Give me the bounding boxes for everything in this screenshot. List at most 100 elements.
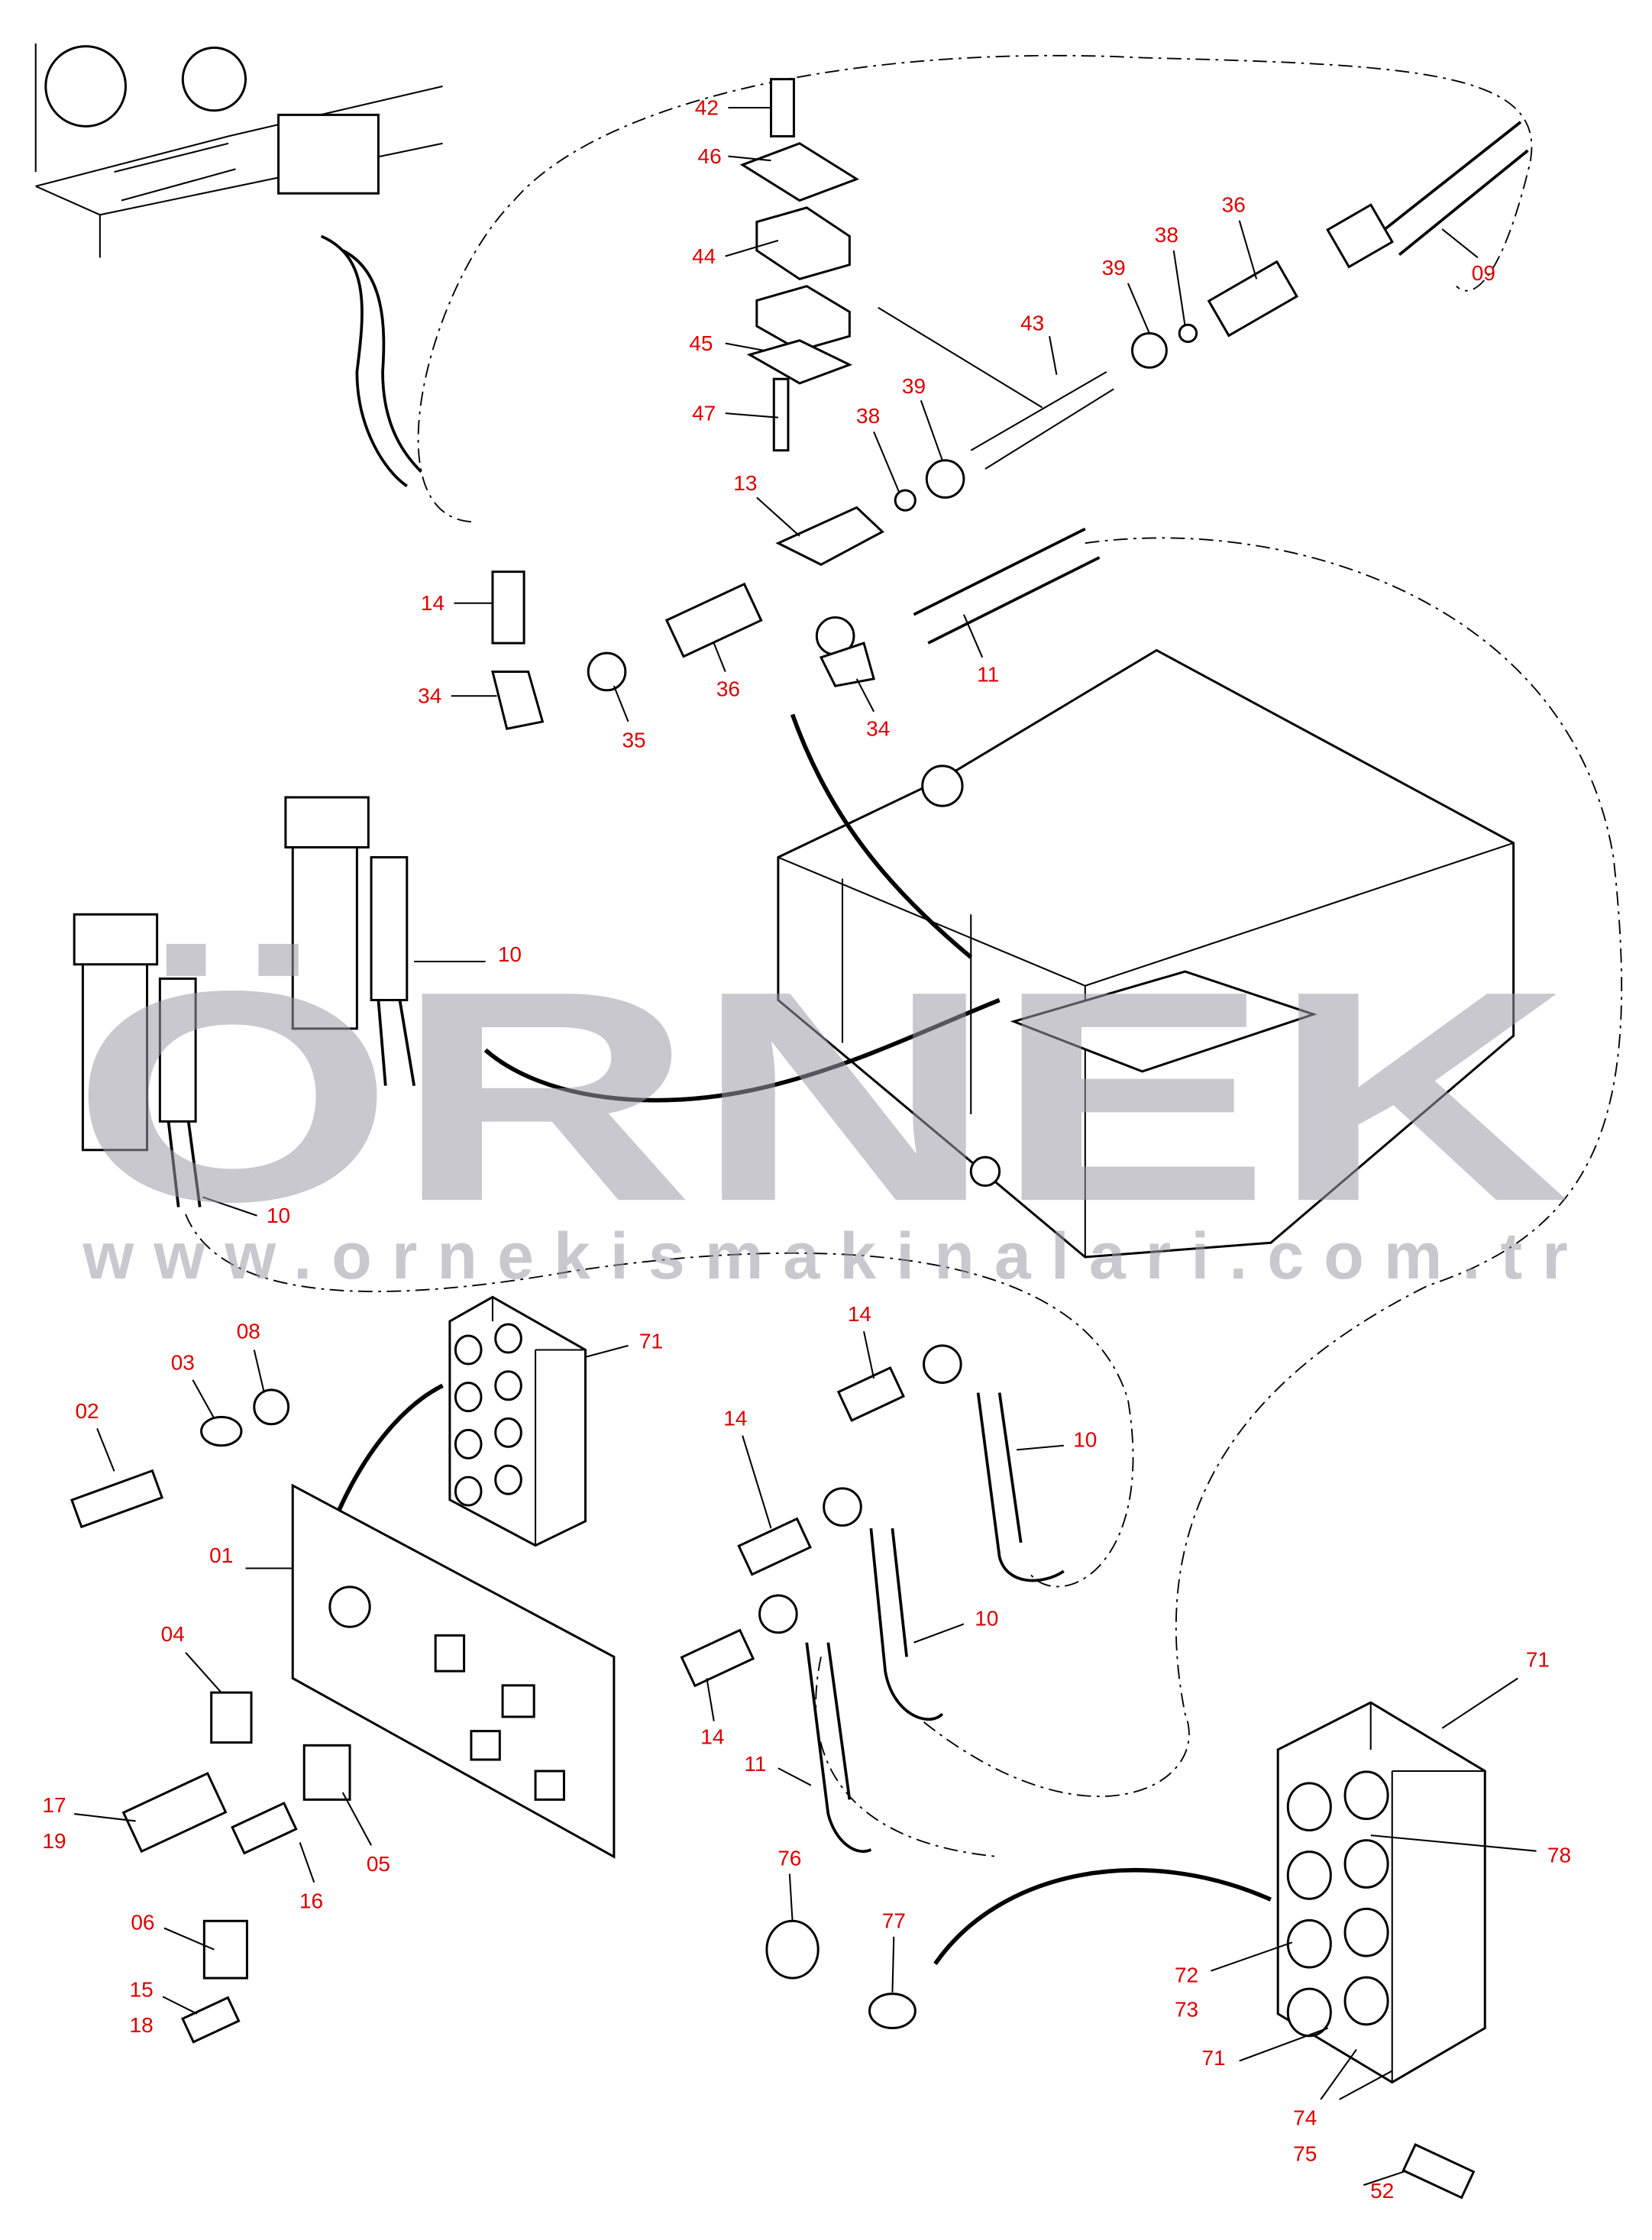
part-number-label: 15 — [129, 1977, 153, 2001]
part-number-label: 42 — [695, 95, 719, 119]
leader-line — [74, 1813, 136, 1822]
small-parts-left — [70, 1388, 351, 2044]
part-number-label: 76 — [778, 1846, 801, 1870]
part-number-label: 14 — [421, 591, 445, 615]
cable-gland-hole — [1286, 1987, 1332, 2038]
leader-line — [891, 1936, 895, 1993]
leader-line — [728, 155, 771, 162]
part-number-label: 38 — [1155, 223, 1178, 247]
control-box-71-lower — [1276, 1701, 1486, 2084]
watermark: ÖRNEK www.ornekismakinalari.com.tr — [71, 929, 1570, 1293]
leader-line — [1339, 2070, 1393, 2100]
hose-assemblies-lower — [680, 1344, 962, 1688]
leader-line — [962, 614, 984, 658]
hose-09-right — [1384, 121, 1529, 257]
gland-parts — [765, 1919, 1476, 2200]
cable-gland-hole — [454, 1334, 483, 1366]
part-number-label: 14 — [700, 1724, 724, 1748]
leader-line — [202, 1196, 257, 1217]
leader-line — [778, 1767, 812, 1786]
part-number-label: 78 — [1547, 1844, 1571, 1867]
part-number-label: 17 — [42, 1793, 66, 1817]
leader-line — [873, 432, 900, 494]
part-number-label: 13 — [733, 471, 757, 495]
part-number-label: 74 — [1293, 2106, 1317, 2130]
leader-line — [788, 1873, 794, 1922]
leader-line — [253, 1349, 265, 1393]
part-number-label: 05 — [367, 1852, 390, 1876]
part-number-label: 18 — [129, 2013, 153, 2037]
boundary-top — [417, 54, 1533, 523]
cable-gland-hole — [1286, 1851, 1332, 1900]
leader-line — [1441, 228, 1479, 259]
part-number-label: 16 — [299, 1889, 323, 1912]
hose-09-left — [320, 234, 422, 488]
part-number-label: 19 — [42, 1829, 66, 1853]
hose-10-a — [166, 1121, 202, 1207]
hose-10-d — [869, 1527, 944, 1721]
leader-line — [920, 399, 943, 461]
cable-gland-hole — [494, 1417, 522, 1448]
leader-line — [1127, 283, 1150, 334]
control-box-71-top — [448, 1295, 587, 1547]
part-number-label: 11 — [977, 663, 999, 687]
part-number-label: 11 — [744, 1752, 766, 1776]
cable-gland-hole — [454, 1382, 483, 1413]
leader-line — [1239, 2027, 1328, 2062]
part-number-label: 08 — [237, 1320, 260, 1343]
cable-gland-hole — [1343, 1839, 1389, 1889]
part-number-label: 04 — [161, 1622, 185, 1646]
part-number-label: 39 — [1102, 256, 1126, 280]
leader-line — [913, 1623, 965, 1644]
leader-line — [299, 1842, 315, 1883]
part-number-label: 71 — [1201, 2046, 1225, 2070]
part-number-label: 34 — [418, 684, 441, 708]
part-number-label: 10 — [1073, 1428, 1097, 1452]
leader-line — [192, 1379, 215, 1419]
hose-11-top — [913, 527, 1101, 645]
filter-right — [284, 796, 409, 1030]
part-number-label: 14 — [723, 1407, 747, 1430]
watermark-brand: ÖRNEK — [71, 929, 1570, 1264]
fitting-chain-top — [491, 203, 1394, 731]
filter-left — [73, 913, 197, 1152]
leader-line — [163, 1927, 215, 1951]
boundary-lower — [815, 1657, 1000, 1858]
part-number-label: 43 — [1020, 312, 1044, 335]
hose-11-lower — [805, 1642, 872, 1853]
cable-gland-hole — [1286, 1782, 1332, 1832]
leader-line — [613, 685, 629, 722]
part-number-label: 45 — [689, 331, 713, 355]
leader-line — [1172, 250, 1186, 327]
cable-gland-hole — [494, 1370, 522, 1401]
leader-line — [742, 1435, 772, 1529]
pipe-43 — [970, 370, 1114, 470]
cable-gland-hole — [494, 1464, 522, 1495]
cable-gland-hole — [454, 1428, 483, 1459]
part-number-label: 02 — [75, 1399, 99, 1423]
leader-line — [1049, 335, 1058, 375]
part-number-label: 52 — [1370, 2179, 1394, 2203]
leader-lines — [74, 107, 1537, 2187]
boundary-left — [185, 1214, 1134, 1588]
part-number-label: 71 — [639, 1330, 663, 1353]
part-number-label: 06 — [131, 1911, 154, 1935]
cable-gland-hole — [494, 1323, 522, 1354]
part-number-label: 72 — [1175, 1964, 1198, 1987]
part-number-label: 36 — [716, 677, 740, 700]
part-number-label: 10 — [498, 942, 522, 966]
part-number-label: 01 — [209, 1543, 233, 1567]
hose-return — [483, 713, 1001, 1103]
cable-gland-hole — [454, 1476, 483, 1507]
leader-line — [725, 239, 779, 257]
hose-10-b — [377, 1000, 415, 1086]
leader-line — [756, 496, 800, 537]
leader-line — [1320, 2048, 1357, 2100]
leader-line — [162, 1996, 198, 2015]
clamp-assembly — [739, 78, 860, 452]
cable-gland-hole — [1343, 1907, 1389, 1957]
leader-line — [1016, 1444, 1064, 1451]
cable-gland-hole — [1286, 1918, 1332, 1969]
part-number-label: 46 — [698, 144, 722, 168]
